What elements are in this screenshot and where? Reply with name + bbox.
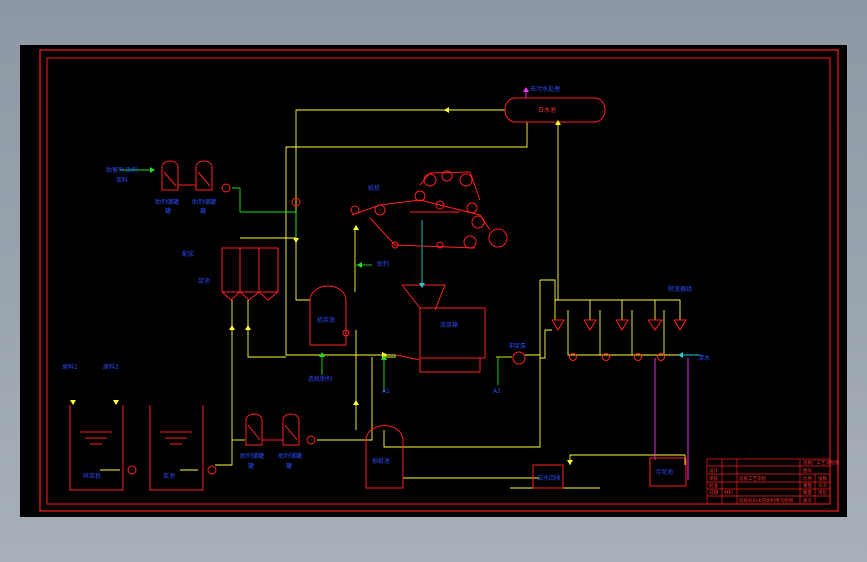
diagram-labels: 去污水处理 白水池 纸机 助留剂 助剂 浆料 助剂储罐 罐 助剂储罐 罐 配浆 … (62, 85, 710, 482)
tb-approver: 批准 (709, 482, 718, 489)
tb-subtitle: 造纸机白水回收利用流程图 (739, 497, 793, 504)
chem-arrows (150, 167, 387, 360)
tb-weight: 重量 (803, 482, 812, 489)
title-block (706, 458, 831, 505)
label-tank-left-2: 浆池 (163, 472, 175, 480)
label-fan-pump: 冲浆泵 (508, 342, 526, 350)
white-water-arrows (523, 87, 529, 92)
left-tanks (69, 405, 217, 491)
tb-checker: 审核 (709, 475, 718, 482)
tb-unit: 单位 (818, 489, 827, 496)
label-white-water-chest: 白水池 (538, 106, 556, 114)
inner-frame (46, 57, 831, 505)
water-lines (421, 90, 700, 480)
label-chem-tank-1c: 助剂储罐 (192, 198, 216, 206)
valve (342, 329, 350, 337)
tb-scale: 比例 (803, 475, 812, 482)
label-paper-machine: 纸机 (368, 184, 380, 192)
sludge-tank (649, 457, 687, 487)
label-chem-feed-low: 造纸助剂 (308, 375, 332, 383)
title-block-text: 造纸厂工艺流程图 图号 设计 审核 批准 造纸工艺流程 造纸机白水回收利用流程图… (709, 459, 839, 504)
tb-drafter: 设计 (709, 467, 718, 474)
tb-drawing-no: 图号 (803, 468, 812, 474)
pulp-chest-bank (221, 247, 279, 301)
label-chem-feed-mid: 助剂 (377, 260, 389, 268)
label-screen: 除渣器组 (668, 285, 692, 293)
label-save-all: 白水回收 (537, 474, 561, 482)
fan-pump (512, 351, 526, 365)
flow-arrows (70, 107, 573, 465)
cleaner-bank (551, 319, 687, 361)
label-fresh-water: 清水 (698, 354, 710, 362)
upper-chem-tanks (161, 160, 231, 193)
label-raw-2: 原料2 (103, 363, 119, 371)
drawing-sheet (20, 45, 847, 517)
paper-machine (350, 170, 508, 249)
label-chem-tank-2d: 罐 (286, 462, 292, 470)
tb-title: 造纸工艺流程 (739, 475, 766, 482)
label-chem-tank-1d: 罐 (200, 207, 206, 215)
machine-chest (309, 285, 347, 346)
label-pulp-chest: 配浆 (182, 250, 194, 258)
tb-material: 材料 (724, 489, 733, 496)
label-raw-1: 原料1 (62, 363, 78, 371)
headbox (395, 284, 486, 373)
label-steam-top: 去污水处理 (530, 85, 560, 93)
label-tank-left-1: 碎浆机 (83, 472, 101, 480)
label-headbox: 流浆箱 (440, 321, 458, 329)
valve (291, 197, 301, 207)
label-chem-tank-1b: 罐 (165, 207, 171, 215)
label-chem-tank-2c: 助剂储罐 (278, 452, 302, 460)
outer-frame (39, 49, 839, 512)
label-pulp-chest-side: 浆池 (198, 277, 210, 285)
label-a1: A1 (382, 388, 390, 395)
label-chem-add-1b: 浆料 (116, 176, 128, 184)
label-broke-chest: 损纸池 (372, 457, 390, 465)
chemical-lines (120, 169, 499, 392)
water-arrows (419, 283, 683, 358)
white-water-chest (504, 97, 606, 123)
label-chem-add-1: 助留剂 助剂 (106, 166, 138, 174)
label-chem-tank-1a: 助剂储罐 (155, 198, 179, 206)
equipment (69, 97, 687, 491)
tb-date: 日期 (709, 490, 718, 496)
label-chem-tank-2b: 罐 (248, 462, 254, 470)
tb-sheet: 张数 (818, 475, 827, 482)
tb-qty: 数量 (803, 489, 812, 496)
tb-page: 页次 (818, 482, 827, 489)
label-machine-chest: 机浆池 (317, 316, 335, 324)
label-a2: A2 (493, 388, 501, 395)
label-sludge-tank: 污泥池 (655, 468, 673, 476)
tb-company: 造纸厂工艺流程图 (803, 459, 839, 466)
lower-chem-tanks (245, 413, 316, 446)
tb-rev: 版次 (803, 497, 812, 504)
save-all-tank (532, 464, 564, 489)
broke-chest (365, 425, 404, 489)
label-chem-tank-2a: 助剂储罐 (240, 452, 264, 460)
